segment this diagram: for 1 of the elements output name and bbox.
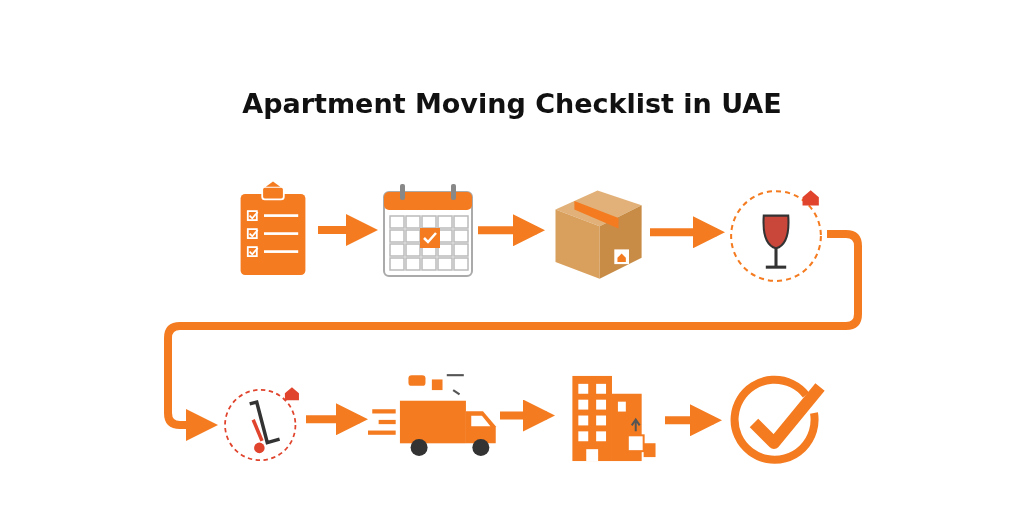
diagram-title: Apartment Moving Checklist in UAE — [241, 88, 783, 119]
